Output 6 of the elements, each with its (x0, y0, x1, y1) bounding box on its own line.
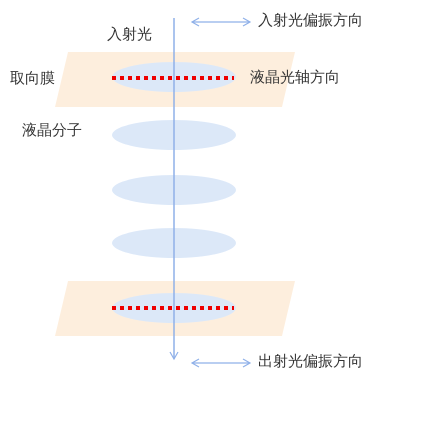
text-label: 液晶光轴方向 (250, 68, 340, 86)
text-label: 入射光偏振方向 (258, 11, 363, 29)
text-label: 液晶分子 (22, 121, 82, 139)
text-label: 出射光偏振方向 (258, 352, 363, 370)
text-label: 取向膜 (10, 69, 55, 87)
text-label: 入射光 (107, 25, 152, 43)
